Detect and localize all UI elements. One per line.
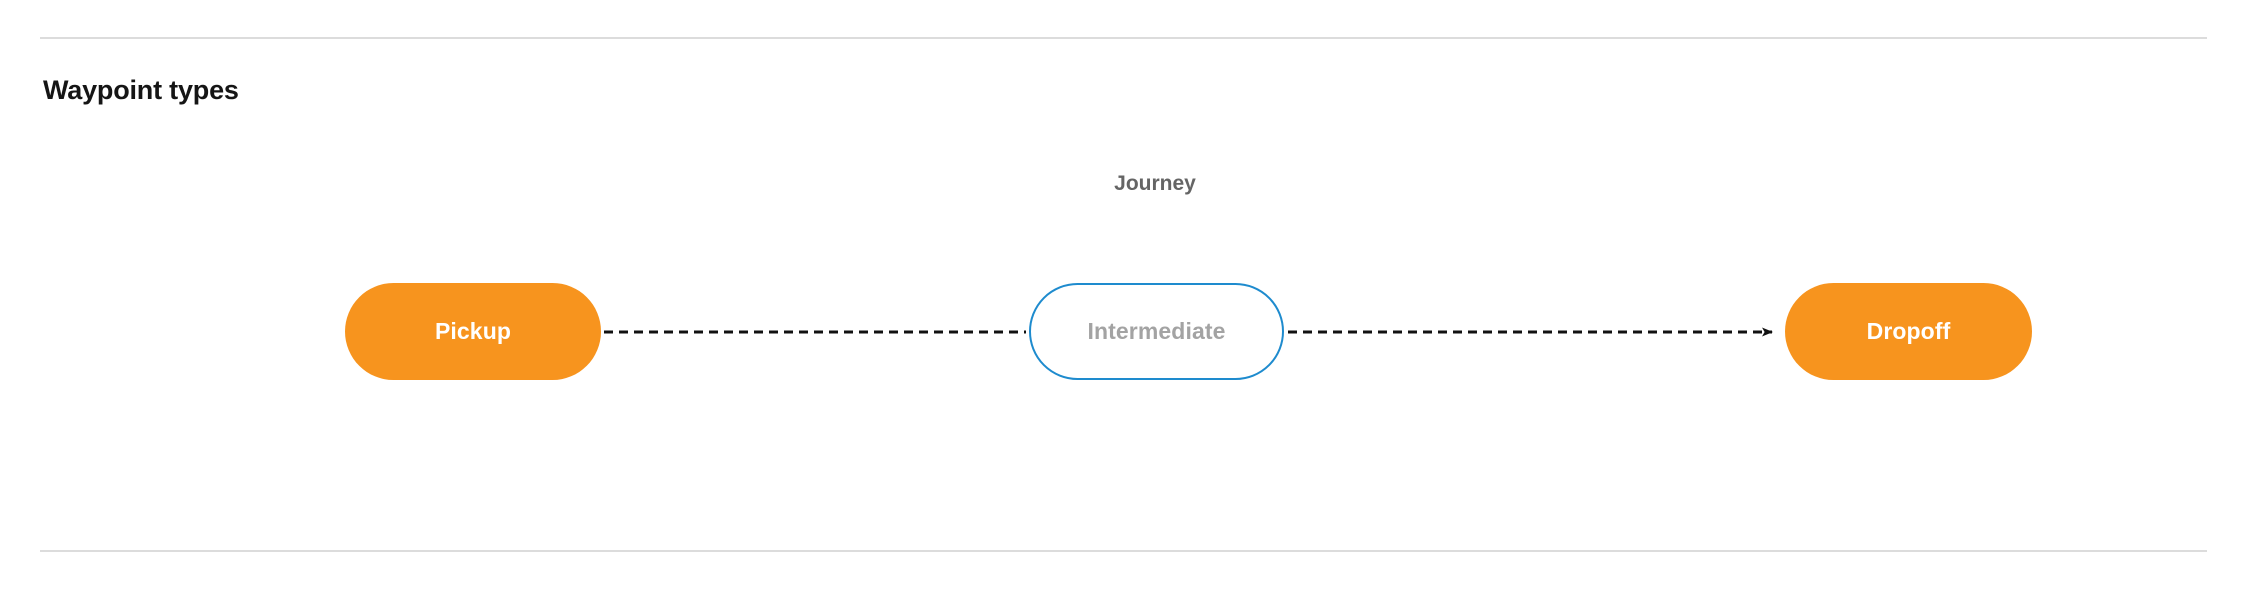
node-intermediate[interactable]: Intermediate xyxy=(1029,283,1284,380)
top-divider xyxy=(40,37,2207,39)
node-dropoff[interactable]: Dropoff xyxy=(1785,283,2032,380)
node-pickup[interactable]: Pickup xyxy=(345,283,601,380)
bottom-divider xyxy=(40,550,2207,552)
journey-group-label: Journey xyxy=(1114,172,1196,195)
page-title: Waypoint types xyxy=(43,75,239,105)
